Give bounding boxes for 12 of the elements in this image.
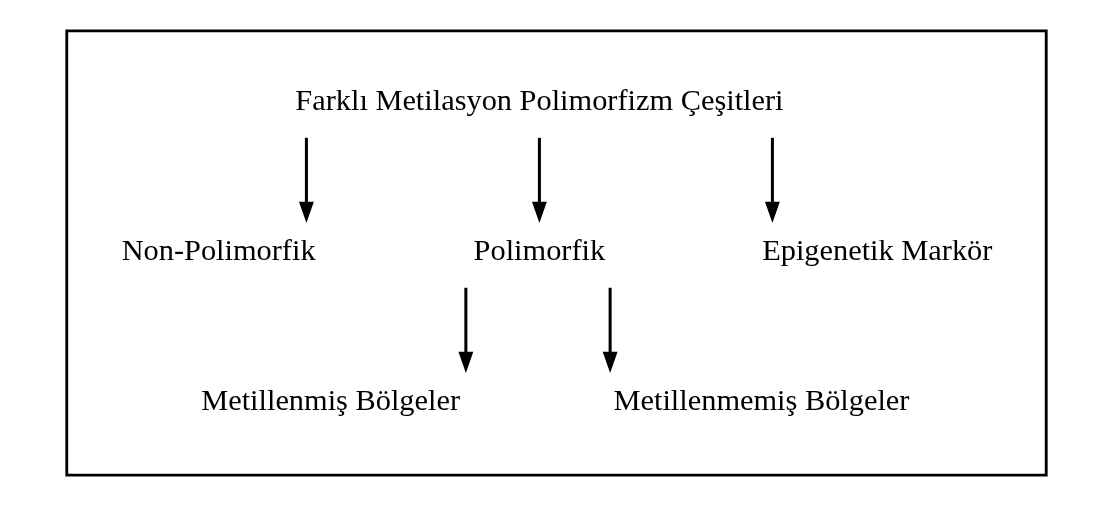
arrow <box>457 287 473 373</box>
arrow <box>531 137 547 224</box>
node-text: Farklı Metilasyon Polimorfizm Çeşitleri <box>294 83 784 118</box>
node-text: Metillenmemiş Bölgeler <box>613 383 909 418</box>
cluster <box>64 29 1048 477</box>
node-text: Polimorfik <box>473 233 605 268</box>
arrow <box>602 287 618 373</box>
arrow <box>764 137 780 224</box>
node-text: Non-Polimorfik <box>121 233 316 268</box>
arrow <box>298 137 314 224</box>
node-text: Metillenmiş Bölgeler <box>200 383 460 418</box>
node-text: Epigenetik Markör <box>761 233 992 268</box>
